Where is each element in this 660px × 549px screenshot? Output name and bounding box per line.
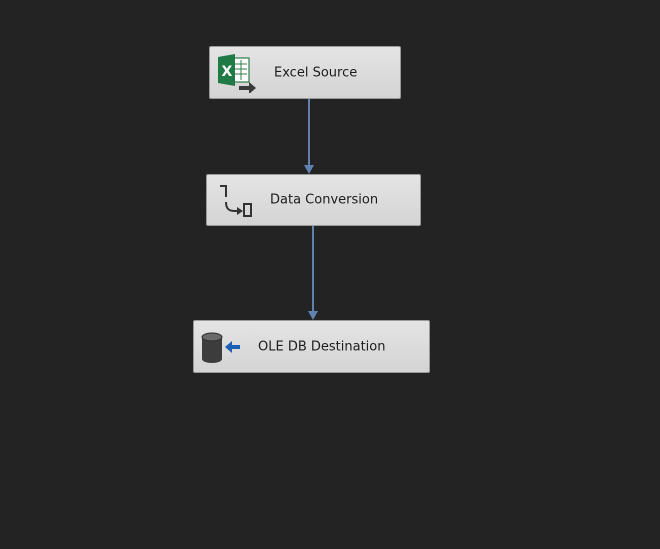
database-destination-icon <box>198 327 242 367</box>
node-label: Excel Source <box>274 65 358 80</box>
connector-arrowhead <box>308 311 318 320</box>
excel-source-node[interactable]: X Excel Source <box>209 46 401 99</box>
node-label: Data Conversion <box>270 192 379 208</box>
connector-data-conversion-to-ole-db-destination[interactable] <box>308 226 318 320</box>
data-conversion-node[interactable]: Data Conversion <box>206 174 421 226</box>
node-label: OLE DB Destination <box>258 339 386 354</box>
excel-icon: X <box>215 53 259 94</box>
connector-excel-to-data-conversion[interactable] <box>304 99 314 174</box>
data-conversion-icon <box>215 180 259 220</box>
ole-db-destination-node[interactable]: OLE DB Destination <box>193 320 430 373</box>
svg-text:X: X <box>222 64 233 80</box>
connector-arrowhead <box>304 165 314 174</box>
